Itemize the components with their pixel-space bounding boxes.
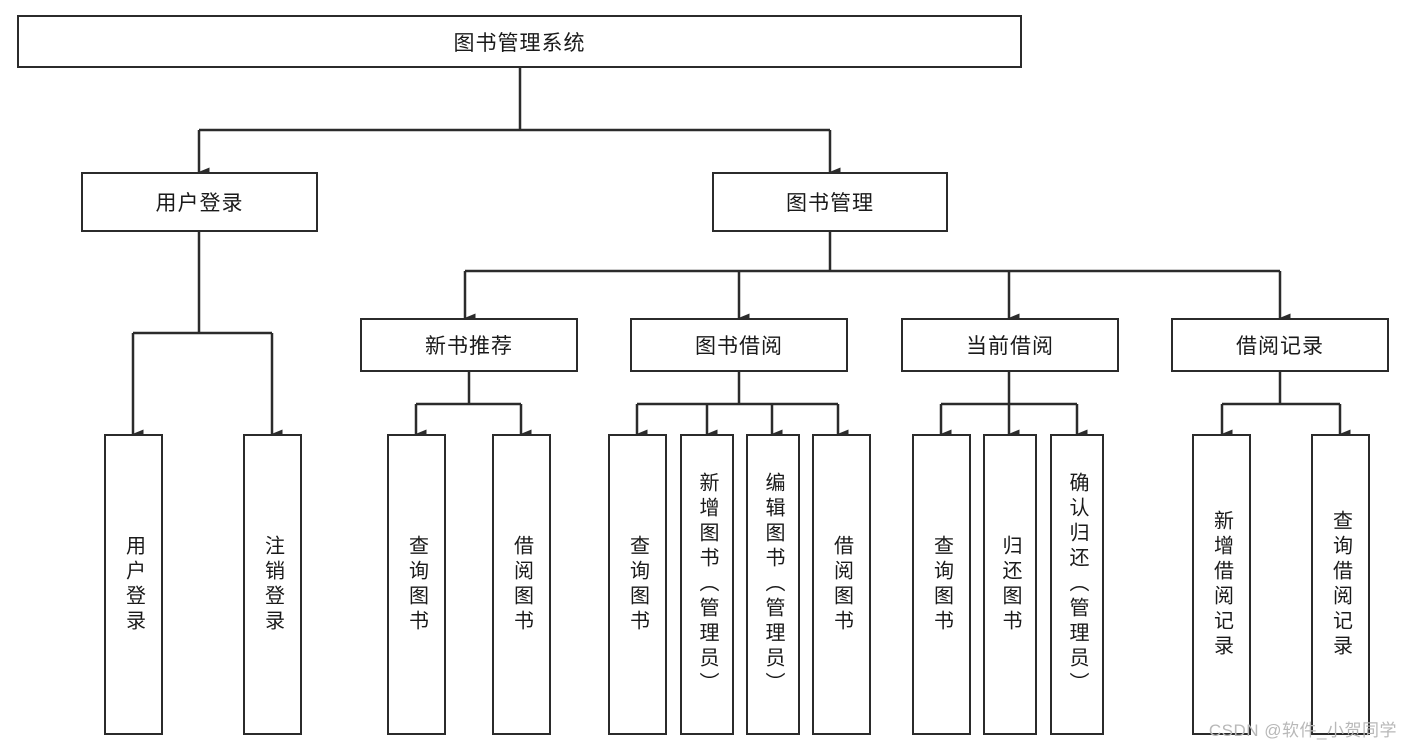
node-label: 图书管理系统 [453, 31, 586, 55]
node-label: 确认归还（管理员） [1066, 472, 1088, 697]
node-book-borrow[interactable]: 图书借阅 [630, 318, 848, 372]
node-borrow-record[interactable]: 借阅记录 [1171, 318, 1389, 372]
node-label: 归还图书 [999, 534, 1021, 635]
node-label: 用户登录 [155, 192, 244, 215]
node-label: 查询图书 [626, 534, 649, 635]
leaf-borrow-book[interactable]: 借阅图书 [812, 434, 871, 735]
leaf-edit-book[interactable]: 编辑图书（管理员） [746, 434, 800, 735]
node-label: 查询图书 [930, 534, 953, 635]
leaf-query-book-current[interactable]: 查询图书 [912, 434, 971, 735]
leaf-borrow-book-recommend[interactable]: 借阅图书 [492, 434, 551, 735]
node-root-system[interactable]: 图书管理系统 [17, 15, 1022, 68]
leaf-query-book-borrow[interactable]: 查询图书 [608, 434, 667, 735]
csdn-watermark: CSDN @软件_小贺同学 [1208, 721, 1397, 740]
node-label: 新增图书（管理员） [696, 472, 718, 697]
leaf-add-borrow-record[interactable]: 新增借阅记录 [1192, 434, 1251, 735]
node-label: 新增借阅记录 [1210, 509, 1233, 660]
node-label: 查询图书 [405, 534, 428, 635]
leaf-logout-login[interactable]: 注销登录 [243, 434, 302, 735]
leaf-add-book[interactable]: 新增图书（管理员） [680, 434, 734, 735]
node-new-book-recommend[interactable]: 新书推荐 [360, 318, 578, 372]
leaf-return-book[interactable]: 归还图书 [983, 434, 1037, 735]
node-label: 借阅图书 [830, 534, 853, 635]
node-label: 当前借阅 [966, 335, 1054, 358]
node-label: 用户登录 [122, 534, 145, 635]
node-label: 图书管理 [786, 192, 874, 215]
node-label: 图书借阅 [695, 335, 783, 358]
node-label: 借阅图书 [510, 534, 533, 635]
node-label: 借阅记录 [1236, 335, 1324, 358]
leaf-user-login[interactable]: 用户登录 [104, 434, 163, 735]
node-label: 注销登录 [261, 534, 284, 635]
leaf-confirm-return[interactable]: 确认归还（管理员） [1050, 434, 1104, 735]
node-label: 编辑图书（管理员） [762, 472, 784, 697]
leaf-query-book-recommend[interactable]: 查询图书 [387, 434, 446, 735]
node-label: 查询借阅记录 [1329, 509, 1352, 660]
node-current-borrow[interactable]: 当前借阅 [901, 318, 1119, 372]
leaf-query-borrow-record[interactable]: 查询借阅记录 [1311, 434, 1370, 735]
node-book-manage[interactable]: 图书管理 [712, 172, 948, 232]
node-label: 新书推荐 [425, 335, 513, 358]
node-user-login[interactable]: 用户登录 [81, 172, 318, 232]
